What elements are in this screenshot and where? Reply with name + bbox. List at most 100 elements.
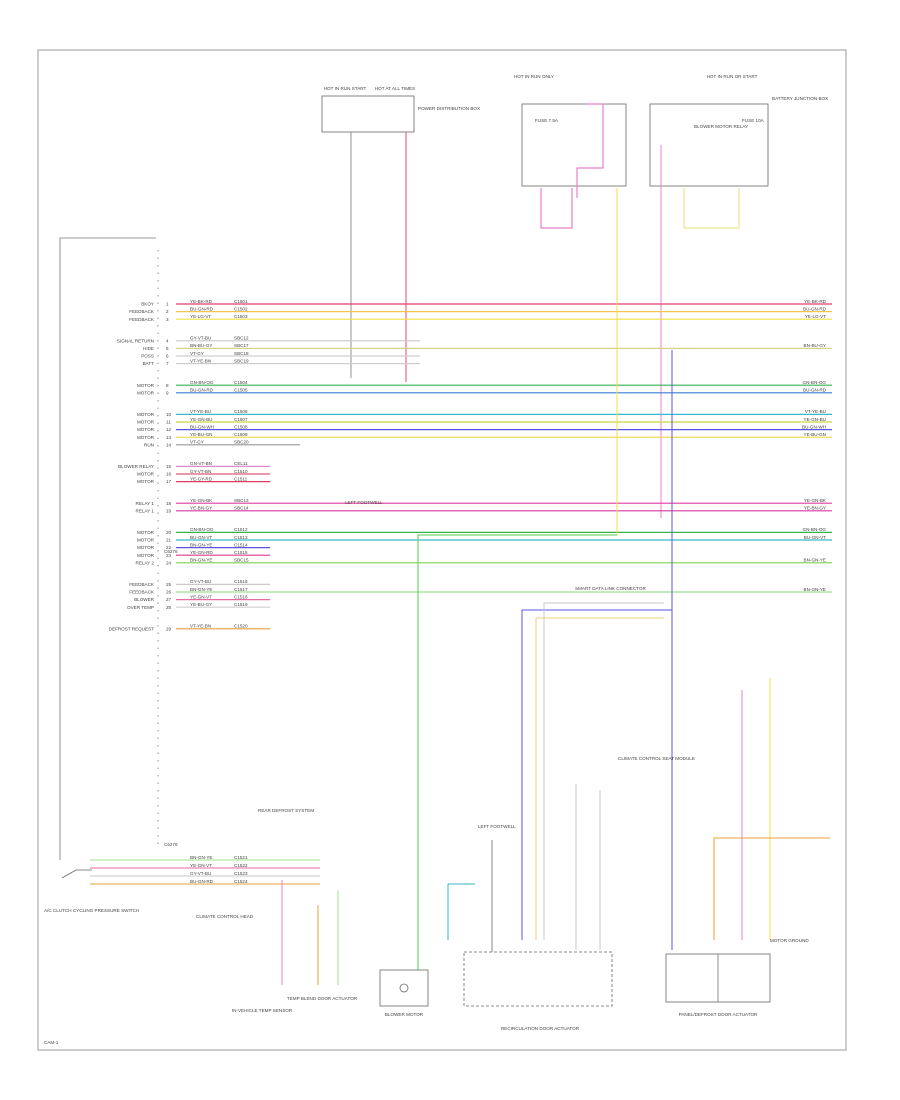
wire-function-label: BKOY <box>141 302 154 307</box>
wire-color-code: BN-BU-GY <box>190 343 212 348</box>
wire-circuit-number: C1521 <box>234 855 248 860</box>
vertical-risers <box>417 240 830 970</box>
wire-color-code: BN-GN-YE <box>190 587 212 592</box>
wire-circuit-number: C1502 <box>234 306 248 311</box>
wire-end-color-code: VT-YE-BU <box>805 409 826 414</box>
svg-text:BLOWER MOTOR: BLOWER MOTOR <box>385 1012 424 1017</box>
blower-motor-component: BLOWER MOTOR <box>379 969 429 1017</box>
wire-circuit-number: SBC18 <box>234 351 249 356</box>
wire-circuit-number: C1517 <box>234 587 248 592</box>
wire-circuit-number: C1501 <box>234 299 248 304</box>
svg-text:HOT IN RUN START: HOT IN RUN START <box>324 86 367 91</box>
power-distribution-fuses: HOT IN RUN START HOT AT ALL TIMES POWER … <box>321 86 480 382</box>
wire-end-color-code: BU-GN-WH <box>802 424 826 429</box>
wire-pin-number: 22 <box>166 545 172 550</box>
wire-end-color-code: YE-GN-BK <box>804 498 827 503</box>
wire-function-label: BLOWER <box>134 597 155 602</box>
wire-circuit-number: CEL11 <box>234 461 248 466</box>
svg-text:HOT AT ALL TIMES: HOT AT ALL TIMES <box>375 86 415 91</box>
wire-color-code: BU-GN-RD <box>190 388 214 393</box>
wire-color-code: VT-YE-BU <box>190 409 211 414</box>
wire-circuit-number: C1503 <box>234 314 248 319</box>
wire-function-label: BATT <box>143 361 155 366</box>
wire-color-code: GN-BN-OG <box>190 380 214 385</box>
wire-color-code: GY-VT-BU <box>190 871 211 876</box>
wire-pin-number: 12 <box>166 427 172 432</box>
temp-blend-actuator-component: TEMP BLEND DOOR ACTUATOR IN-VEHICLE TEMP… <box>232 880 358 1013</box>
wire-end-color-code: YE-BN-GY <box>804 506 826 511</box>
fuse-notes: FUSE 7.5A FUSE 10A LEFT FOOTWELL SMART D… <box>258 118 765 829</box>
wire-color-code: YE-BU-GY <box>190 602 212 607</box>
wire-end-color-code: BN-GN-YE <box>804 558 826 563</box>
wire-pin-number: 5 <box>166 346 169 351</box>
wire-circuit-number: C1524 <box>234 879 248 884</box>
svg-text:LEFT FOOTWELL: LEFT FOOTWELL <box>478 824 516 829</box>
wire-function-label: POSS <box>141 354 154 359</box>
svg-text:TEMP BLEND DOOR ACTUATOR: TEMP BLEND DOOR ACTUATOR <box>287 996 358 1001</box>
wire-end-color-code: BN-BU-GY <box>804 343 826 348</box>
wire-pin-number: 6 <box>166 354 169 359</box>
wire-pin-number: 16 <box>166 472 172 477</box>
wire-pin-number: 11 <box>166 420 171 425</box>
wire-end-color-code: BN-GN-YE <box>804 587 826 592</box>
wire-circuit-number: C1507 <box>234 417 248 422</box>
wire-color-code: YE-GN-VT <box>190 594 212 599</box>
wire-end-color-code: YE-BK-RD <box>804 299 827 304</box>
wire-color-code: VT-GY <box>190 351 204 356</box>
wire-function-label: RELAY 1 <box>136 508 155 513</box>
wire-color-code: VT-GY <box>190 440 204 445</box>
wire-function-label: DEFROST REQUEST <box>109 626 155 631</box>
wire-pin-number: 26 <box>166 590 172 595</box>
wire-color-code: BN-GN-YE <box>190 542 212 547</box>
wire-pin-number: 14 <box>166 442 172 447</box>
wire-pin-number: 19 <box>166 508 172 513</box>
wire-circuit-number: SBC12 <box>234 336 249 341</box>
svg-text:REAR DEFROST SYSTEM: REAR DEFROST SYSTEM <box>258 808 314 813</box>
wire-circuit-number: C1505 <box>234 388 248 393</box>
wire-pin-number: 24 <box>166 560 172 565</box>
pressure-switch: A/C CLUTCH CYCLING PRESSURE SWITCH CLIMA… <box>44 869 254 919</box>
wire-pin-number: 20 <box>166 530 172 535</box>
wire-row: FEEDBACK 26 BN-GN-YE C1517 BN-GN-YE <box>129 587 832 595</box>
wire-color-code: YE-GN-RD <box>190 550 213 555</box>
svg-text:FUSE 10A: FUSE 10A <box>742 118 765 123</box>
wire-circuit-number: C1522 <box>234 863 248 868</box>
wire-circuit-number: C1519 <box>234 602 248 607</box>
svg-text:POWER DISTRIBUTION BOX: POWER DISTRIBUTION BOX <box>418 106 480 111</box>
wire-function-label: MOTOR <box>137 545 155 550</box>
wire-color-code: YE-GY-RD <box>190 476 213 481</box>
wire-function-label: FEEDBACK <box>129 590 155 595</box>
page-marker: CAM-1 <box>44 1040 59 1045</box>
wire-end-color-code: GN-BN-OG <box>803 527 827 532</box>
wire-pin-number: 18 <box>166 501 172 506</box>
wire-pin-number: 2 <box>166 309 169 314</box>
wire-pin-number: 3 <box>166 317 169 322</box>
wire-end-color-code: GN-BN-OG <box>803 380 827 385</box>
wire-circuit-number: C1509 <box>234 432 248 437</box>
wire-function-label: BLOWER RELAY <box>118 464 154 469</box>
wire-end-color-code: YE-BU-GN <box>804 432 826 437</box>
wire-color-code: GN-VT-BN <box>190 461 212 466</box>
wire-end-color-code: BU-GN-RD <box>803 306 827 311</box>
wire-circuit-number: SBC14 <box>234 506 249 511</box>
wire-color-code: GY-VT-BU <box>190 579 211 584</box>
wire-color-code: BU-GN-WH <box>190 424 214 429</box>
svg-text:A/C CLUTCH CYCLING PRESSURE SW: A/C CLUTCH CYCLING PRESSURE SWITCH <box>44 908 139 913</box>
wire-function-label: FEEDBACK <box>129 317 155 322</box>
wire-circuit-number: SBC13 <box>234 498 249 503</box>
wire-pin-number: 15 <box>166 464 172 469</box>
wire-circuit-number: C1510 <box>234 469 248 474</box>
